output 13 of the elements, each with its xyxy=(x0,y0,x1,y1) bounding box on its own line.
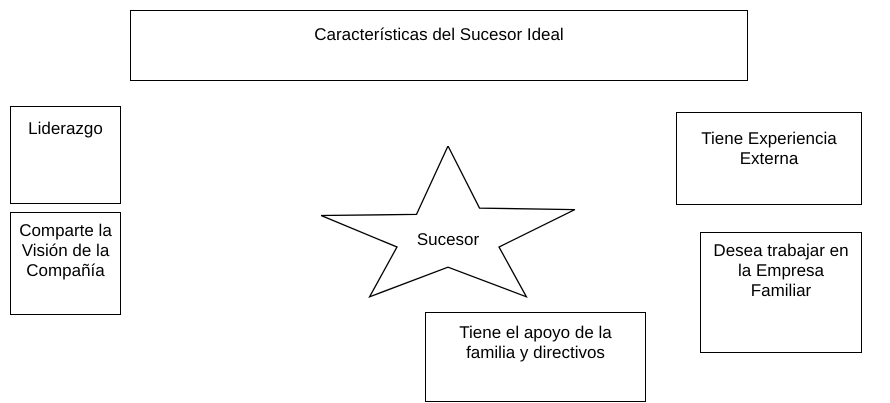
box-text: Desea trabajar en la Empresa Familiar xyxy=(712,241,850,301)
text-box xyxy=(10,106,121,204)
text-box xyxy=(425,312,646,402)
text-box xyxy=(676,112,862,205)
text-box xyxy=(10,212,121,315)
text-box xyxy=(130,10,748,81)
box-text: Comparte la Visión de la Compañía xyxy=(18,221,113,281)
box-text: Liderazgo xyxy=(28,119,103,139)
box-text: Sucesor xyxy=(416,230,480,250)
text-box xyxy=(700,232,862,353)
box-text: Tiene Experiencia Externa xyxy=(700,129,838,169)
box-text: Tiene el apoyo de la familia y directivos xyxy=(458,323,613,363)
box-text: Características del Sucesor Ideal xyxy=(314,25,564,45)
